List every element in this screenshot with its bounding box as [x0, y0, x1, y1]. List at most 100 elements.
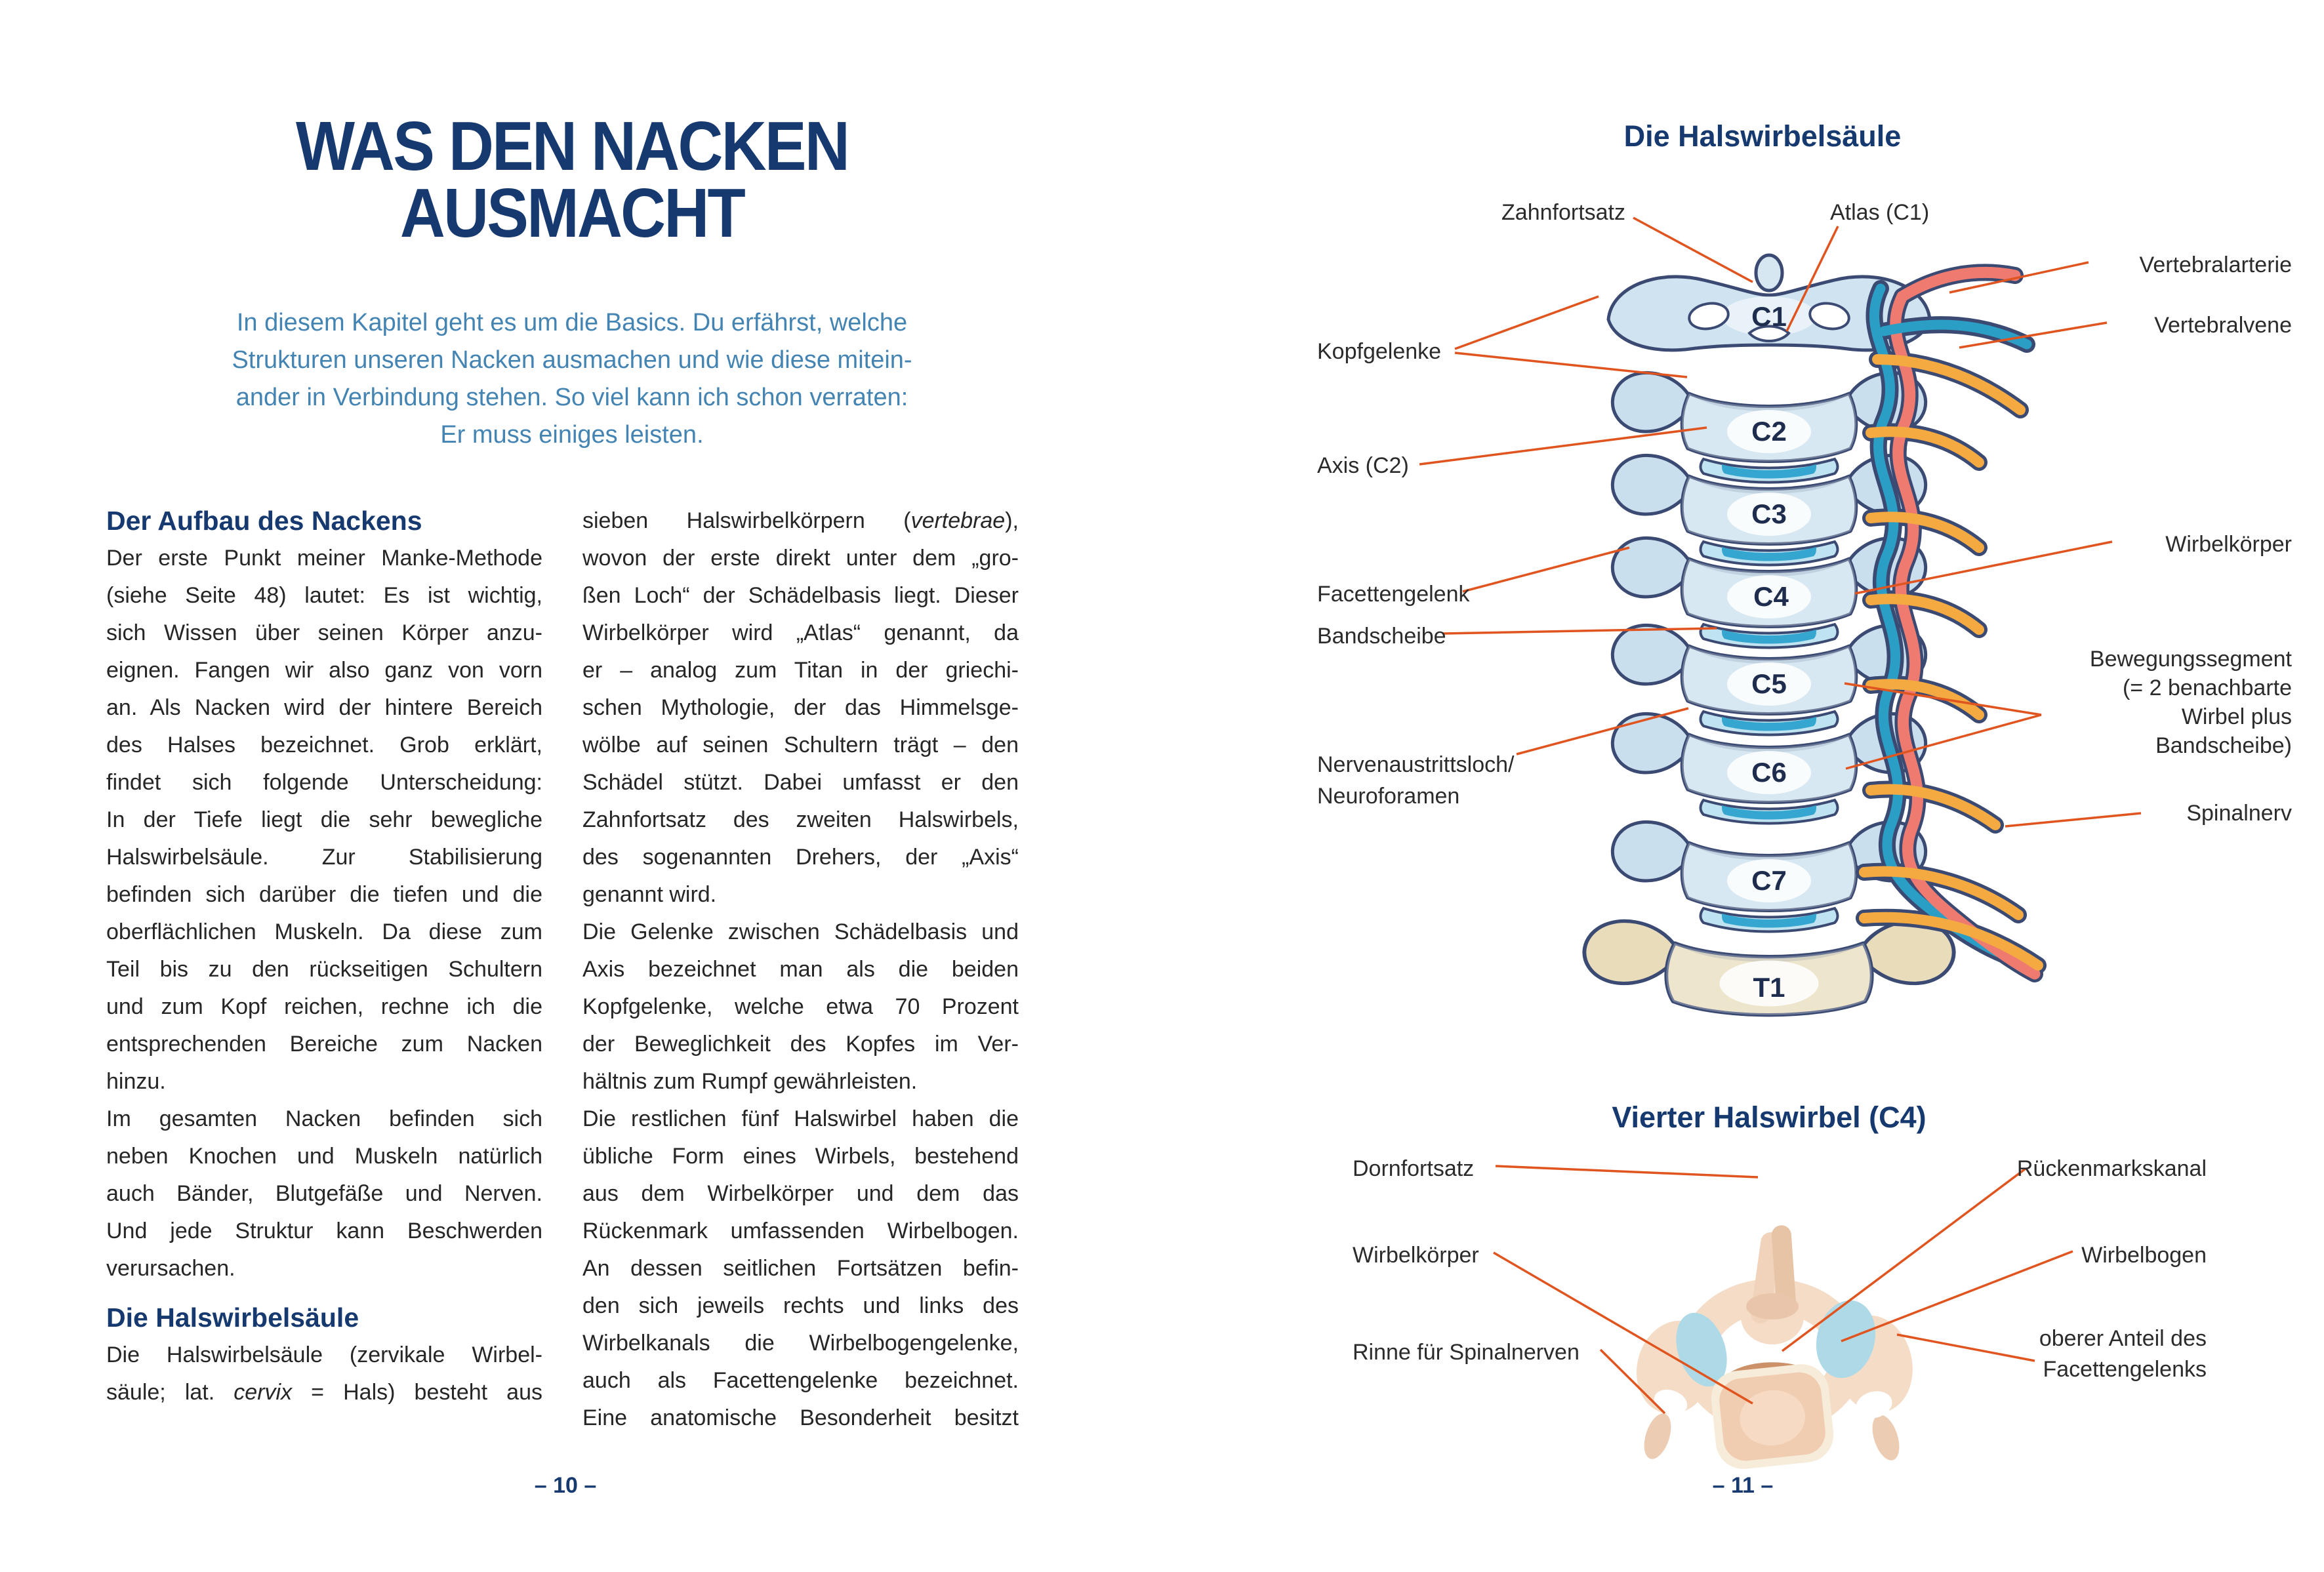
- text-line: entsprechenden Bereiche zum Nacken: [106, 1032, 542, 1057]
- text-line: der Beweglichkeit des Kopfes im Ver-: [582, 1032, 1019, 1057]
- paragraph: Im gesamten Nacken befinden sich neben Kn…: [106, 1100, 542, 1287]
- text-line: sich Wissen über seinen Körper anzu-: [106, 620, 542, 645]
- text-line: Strukturen unseren Nacken ausmachen und …: [232, 346, 912, 374]
- label-rinne-fuer-spinalnerven: Rinne für Spinalnerven: [1353, 1340, 1580, 1365]
- c4-cross-section-illustration: [1493, 1165, 2073, 1469]
- vertebra-label-c6: C6: [1751, 757, 1787, 788]
- body-column-right: sieben Halswirbelkörpern (vertebrae), wov…: [582, 502, 1019, 1437]
- text-line: ßen Loch“ der Schädelbasis liegt. Dieser: [582, 583, 1019, 608]
- section-heading: Der Aufbau des Nackens: [106, 506, 422, 536]
- right-page: C1 C2 C3 C4 C5 C6 C7 T1: [1162, 0, 2324, 1572]
- vertebra-label-c5: C5: [1751, 668, 1787, 699]
- text-line: hinzu.: [106, 1069, 166, 1094]
- text-line: hältnis zum Rumpf gewährleisten.: [582, 1069, 918, 1094]
- label-wirbelkoerper-spine: Wirbelkörper: [2165, 532, 2292, 557]
- chapter-title-line: AUSMACHT: [399, 174, 746, 252]
- label-rueckenmarkskanal: Rückenmarkskanal: [2016, 1156, 2207, 1181]
- text-line: Und jede Struktur kann Beschwerden: [106, 1219, 542, 1243]
- text-line: befinden sich darüber die tiefen und die: [106, 882, 542, 907]
- text-line: Er muss einiges leisten.: [440, 421, 704, 449]
- chapter-intro: In diesem Kapitel geht es um die Basics.…: [155, 304, 989, 454]
- text-line: In diesem Kapitel geht es um die Basics.…: [236, 309, 908, 336]
- vessels-and-nerves: [1856, 264, 2047, 982]
- paragraph: Die restlichen fünf Halswirbel haben die…: [582, 1100, 1019, 1437]
- paragraph: Der erste Punkt meiner Manke-Methode (sie…: [106, 540, 542, 1100]
- leader-lines-c4: [1493, 1165, 2073, 1415]
- text-line: wovon der erste direkt unter dem „gro-: [582, 546, 1019, 571]
- text-line: er – analog zum Titan in der griechi-: [582, 658, 1019, 683]
- text-line: ander in Verbindung stehen. So viel kann…: [235, 384, 908, 411]
- label-spinalnerv: Spinalnerv: [2186, 801, 2292, 826]
- label-wirbelbogen: Wirbelbogen: [2081, 1243, 2207, 1268]
- text-line: Kopfgelenke, welche etwa 70 Prozent: [582, 994, 1019, 1019]
- text-line: Wirbel plus: [2181, 704, 2292, 729]
- text-line: Die restlichen fünf Halswirbel haben die: [582, 1106, 1019, 1131]
- text-line: Axis bezeichnet man als die beiden: [582, 957, 1019, 982]
- cervical-spine-illustration: C1 C2 C3 C4 C5 C6 C7 T1: [1419, 216, 2142, 1015]
- text-line: Im gesamten Nacken befinden sich: [106, 1106, 542, 1131]
- label-nervenaustrittsloch: Nervenaustrittsloch/Neuroforamen: [1317, 749, 1514, 812]
- text-line: Schädel stützt. Dabei umfasst er den: [582, 770, 1019, 795]
- vertebra-label-c3: C3: [1751, 498, 1787, 529]
- paragraph: sieben Halswirbelkörpern (vertebrae), wov…: [582, 502, 1019, 914]
- text-line: an. Als Nacken wird der hintere Bereich: [106, 695, 542, 720]
- text-line: wölbe auf seinen Schultern trägt – den: [582, 733, 1019, 757]
- vertebra-label-c7: C7: [1751, 865, 1787, 896]
- text-line: des sogenannten Drehers, der „Axis“: [582, 845, 1019, 870]
- section-heading: Die Halswirbelsäule: [106, 1302, 359, 1333]
- text-line: Rückenmark umfassenden Wirbelbogen.: [582, 1219, 1019, 1243]
- text-line: übliche Form eines Wirbels, bestehend: [582, 1144, 1019, 1169]
- diagram2-title: Vierter Halswirbel (C4): [1612, 1100, 1926, 1134]
- text-line: Nervenaustrittsloch/: [1317, 752, 1515, 777]
- text-line: eignen. Fangen wir also ganz von vorn: [106, 658, 542, 683]
- text-line: und zum Kopf reichen, rechne ich die: [106, 994, 542, 1019]
- text-line: Wirbelkanals die Wirbelbogengelenke,: [582, 1331, 1019, 1356]
- page-number-right: – 11 –: [1712, 1473, 1774, 1498]
- text-line: (siehe Seite 48) lautet: Es ist wichtig,: [106, 583, 542, 608]
- text-line: findet sich folgende Unterscheidung:: [106, 770, 542, 795]
- label-vertebralarterie: Vertebralarterie: [2139, 252, 2292, 277]
- text-line: den sich jeweils rechts und links des: [582, 1293, 1019, 1318]
- text-line: auch Bänder, Blutgefäße und Nerven.: [106, 1181, 542, 1206]
- label-kopfgelenke: Kopfgelenke: [1317, 339, 1442, 364]
- text-line: verursachen.: [106, 1256, 235, 1281]
- vertebra-label-c1: C1: [1751, 301, 1787, 332]
- text-line: Neuroforamen: [1317, 784, 1460, 809]
- text-line: schen Mythologie, der das Himmelsge-: [582, 695, 1019, 720]
- text-line: Teil bis zu den rückseitigen Schultern: [106, 957, 542, 982]
- label-vertebralvene: Vertebralvene: [2154, 313, 2292, 338]
- label-bandscheibe: Bandscheibe: [1317, 624, 1446, 649]
- text-line: Zahnfortsatz des zweiten Halswirbels,: [582, 807, 1019, 832]
- text-line: Der erste Punkt meiner Manke-Methode: [106, 546, 542, 571]
- leader-lines-spine: [1419, 216, 2142, 828]
- text-line: In der Tiefe liegt die sehr bewegliche: [106, 807, 542, 832]
- body-column-left: Der Aufbau des Nackens Der erste Punkt m…: [106, 502, 542, 1411]
- label-zahnfortsatz: Zahnfortsatz: [1501, 200, 1625, 225]
- anatomy-illustrations: C1 C2 C3 C4 C5 C6 C7 T1: [1419, 216, 2142, 1469]
- vertebra-label-c2: C2: [1751, 416, 1787, 447]
- vertebra-label-c4: C4: [1753, 581, 1789, 612]
- text-line: Die Halswirbelsäule (zervikale Wirbel-: [106, 1342, 542, 1367]
- text-line: An dessen seitlichen Fortsätzen befin-: [582, 1256, 1019, 1281]
- text-line: säule; lat. cervix = Hals) besteht aus: [106, 1380, 542, 1405]
- page-number-left: – 10 –: [534, 1473, 597, 1498]
- text-line: Wirbelkörper wird „Atlas“ genannt, da: [582, 620, 1019, 645]
- text-line: oberflächlichen Muskeln. Da diese zum: [106, 919, 542, 944]
- text-line: sieben Halswirbelkörpern (vertebrae),: [582, 508, 1019, 533]
- label-atlas-c1: Atlas (C1): [1830, 200, 1930, 225]
- chapter-title-line: WAS DEN NACKEN: [295, 108, 850, 185]
- text-line: Bandscheibe): [2155, 733, 2292, 758]
- paragraph: Die Halswirbelsäule (zervikale Wirbel-sä…: [106, 1337, 542, 1411]
- text-line: Halswirbelsäule. Zur Stabilisierung: [106, 845, 542, 870]
- label-wirbelkoerper-c4: Wirbelkörper: [1353, 1243, 1479, 1268]
- text-line: (= 2 benachbarte: [2122, 675, 2292, 700]
- diagram1-title: Die Halswirbelsäule: [1623, 119, 1902, 153]
- label-facettengelenk: Facettengelenk: [1317, 582, 1470, 607]
- text-line: Die Gelenke zwischen Schädelbasis und: [582, 919, 1019, 944]
- text-line: neben Knochen und Muskeln natürlich: [106, 1144, 542, 1169]
- text-line: Facettengelenks: [2043, 1357, 2207, 1382]
- text-line: Bewegungssegment: [2089, 647, 2292, 672]
